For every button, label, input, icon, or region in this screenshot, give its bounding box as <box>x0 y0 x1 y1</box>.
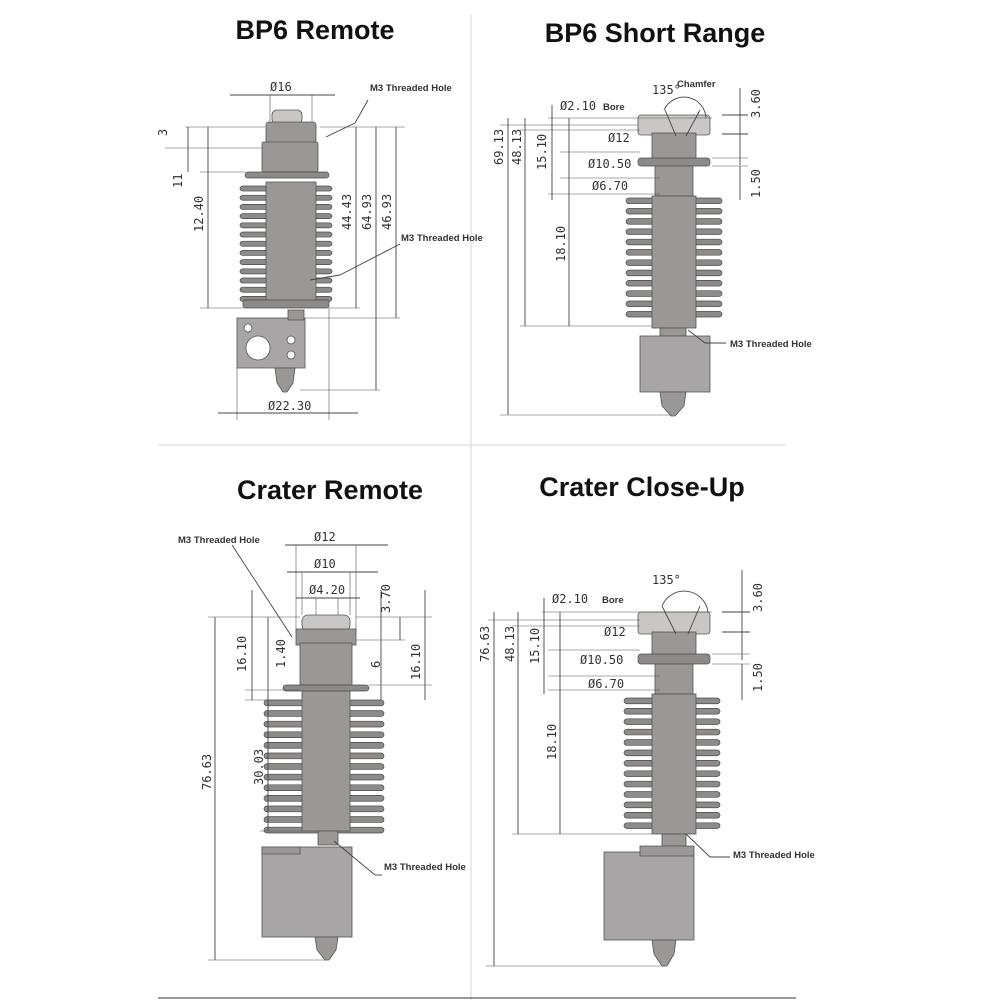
crater-remote-dim-d4-20: Ø4.20 <box>309 583 345 597</box>
bp6-remote-dim-11: 11 <box>171 174 185 188</box>
bp6-remote-dim-44-43: 44.43 <box>340 194 354 230</box>
crater-close-up-dim-d10-50: Ø10.50 <box>580 653 623 667</box>
crater-close-up-dim-d2-10: Ø2.10 <box>552 592 588 606</box>
bp6-remote-dim-64-93: 64.93 <box>360 194 374 230</box>
bp6-short-range-dim-d10-50: Ø10.50 <box>588 157 631 171</box>
bp6-short-range-dim-d2-10: Ø2.10 <box>560 99 596 113</box>
bp6-short-range-dim-18-10: 18.10 <box>554 226 568 262</box>
crater-close-up-dim-angle: 135° <box>652 573 681 587</box>
panel-title-bp6-remote: BP6 Remote <box>235 15 395 45</box>
crater-remote-note-m3-top: M3 Threaded Hole <box>178 535 260 546</box>
crater-remote-dim-d12: Ø12 <box>314 530 336 544</box>
bp6-remote-note-m3-top: M3 Threaded Hole <box>370 83 452 94</box>
bp6-short-range-note-bore: Bore <box>603 102 625 113</box>
crater-close-up-dim-18-10: 18.10 <box>545 724 559 760</box>
bp6-remote-note-m3-mid: M3 Threaded Hole <box>401 233 483 244</box>
crater-close-up-dim-3-60: 3.60 <box>751 583 765 612</box>
bp6-remote-dim-3: 3 <box>156 129 170 136</box>
panel-title-crater-remote: Crater Remote <box>236 475 424 505</box>
bp6-remote-drawing <box>165 94 405 420</box>
crater-close-up-dim-d6-70: Ø6.70 <box>588 677 624 691</box>
crater-close-up-dim-15-10: 15.10 <box>528 628 542 664</box>
bp6-short-range-note-chamfer: Chamfer <box>677 79 716 90</box>
bp6-short-range-dim-3-60: 3.60 <box>749 89 763 118</box>
crater-remote-dim-3-70: 3.70 <box>379 584 393 613</box>
crater-remote-dim-30-03: 30.03 <box>252 749 266 785</box>
bp6-short-range-dim-15-10: 15.10 <box>535 134 549 170</box>
crater-close-up-drawing <box>486 570 750 967</box>
bp6-short-range-dim-48-13: 48.13 <box>510 129 524 165</box>
crater-remote-dim-76-63: 76.63 <box>200 754 214 790</box>
crater-remote-drawing <box>208 544 432 961</box>
bp6-short-range-dim-1-50: 1.50 <box>749 169 763 198</box>
crater-remote-dim-1-40: 1.40 <box>274 639 288 668</box>
bp6-short-range-dim-angle: 135° <box>652 83 681 97</box>
bp6-remote-dim-d22-30: Ø22.30 <box>268 399 311 413</box>
bp6-short-range-dim-d12: Ø12 <box>608 131 630 145</box>
crater-close-up-dim-1-50: 1.50 <box>751 663 765 692</box>
bp6-short-range-dim-69-13: 69.13 <box>492 129 506 165</box>
bp6-short-range-dim-d6-70: Ø6.70 <box>592 179 628 193</box>
crater-remote-dim-16-10-left: 16.10 <box>235 636 249 672</box>
panel-title-crater-close-up: Crater Close-Up <box>539 472 745 502</box>
bp6-remote-dim-d16: Ø16 <box>270 80 292 94</box>
crater-close-up-note-m3: M3 Threaded Hole <box>733 850 815 861</box>
crater-close-up-dim-76-63: 76.63 <box>478 626 492 662</box>
crater-close-up-note-bore: Bore <box>602 595 624 606</box>
crater-remote-dim-16-10-right: 16.10 <box>409 644 423 680</box>
crater-close-up-dim-d12: Ø12 <box>604 625 626 639</box>
crater-remote-note-m3-bottom: M3 Threaded Hole <box>384 862 466 873</box>
crater-close-up-dim-48-13: 48.13 <box>503 626 517 662</box>
bp6-remote-dim-12-40: 12.40 <box>192 196 206 232</box>
bp6-short-range-drawing <box>500 88 748 417</box>
crater-remote-dim-6: 6 <box>369 661 383 668</box>
panel-title-bp6-short-range: BP6 Short Range <box>544 18 766 48</box>
bp6-remote-dim-46-93: 46.93 <box>380 194 394 230</box>
crater-remote-dim-d10: Ø10 <box>314 557 336 571</box>
bp6-short-range-note-m3: M3 Threaded Hole <box>730 339 812 350</box>
